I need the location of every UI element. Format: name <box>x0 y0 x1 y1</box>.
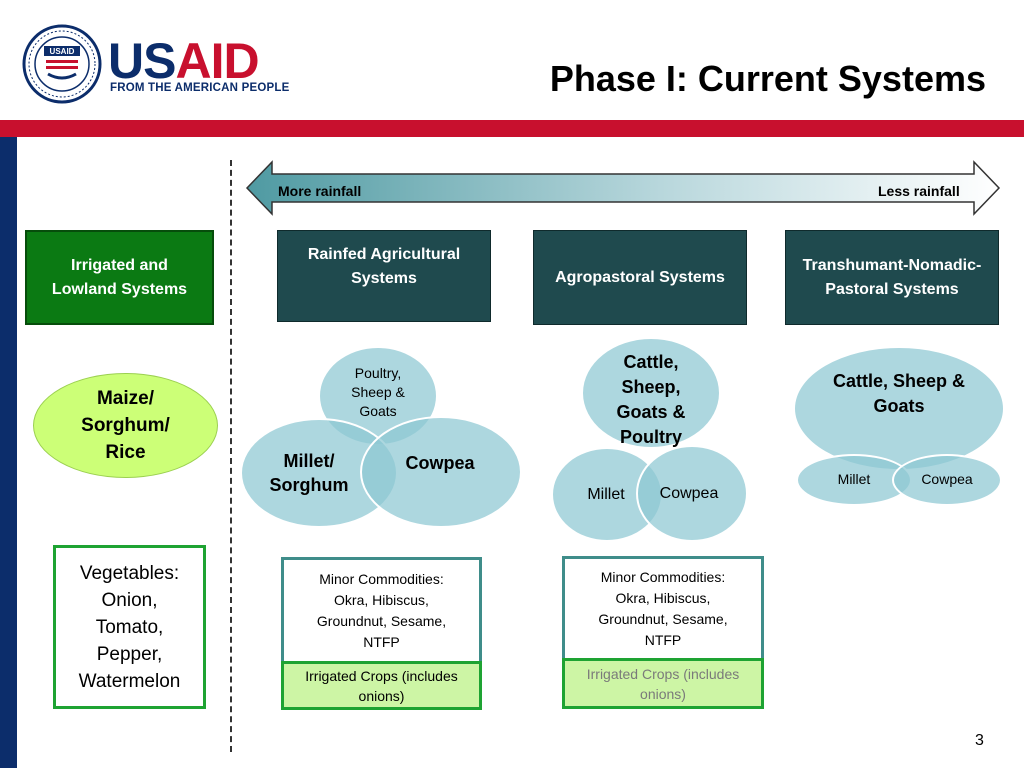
dashed-divider <box>230 160 232 752</box>
crop-oval-irrigated-label: Maize/ Sorghum/ Rice <box>81 388 170 463</box>
agro-millet-label: Millet <box>587 485 625 503</box>
trans-livestock-label: Cattle, Sheep & Goats <box>832 370 966 416</box>
rainfed-cowpea-label: Cowpea <box>405 452 475 473</box>
vegetables-box: Vegetables: Onion, Tomato, Pepper, Water… <box>53 545 206 709</box>
crop-oval-irrigated: Maize/ Sorghum/ Rice <box>33 373 218 478</box>
system-irrigated: Irrigated and Lowland Systems <box>25 230 214 325</box>
trans-circle-livestock: Cattle, Sheep & Goats <box>793 346 1005 471</box>
system-agropastoral-label: Agropastoral Systems <box>555 268 725 286</box>
agro-livestock-label: Cattle, Sheep, Goats & Poultry <box>616 352 686 447</box>
system-transhumant: Transhumant-Nomadic-Pastoral Systems <box>785 230 999 325</box>
minor-commodities-agropastoral-label: Minor Commodities: Okra, Hibiscus, Groun… <box>598 569 728 648</box>
seal-label: USAID <box>50 47 75 56</box>
trans-circle-cowpea: Cowpea <box>892 454 1002 506</box>
irrigated-crops-rainfed-label: Irrigated Crops (includes onions) <box>305 667 458 704</box>
usaid-seal: USAID <box>22 24 102 104</box>
wordmark-aid: AID <box>175 33 259 89</box>
left-navy-bar <box>0 137 17 768</box>
agro-circle-millet: Millet <box>551 447 663 542</box>
trans-millet-label: Millet <box>837 471 871 487</box>
arrow-label-more: More rainfall <box>278 183 362 199</box>
rainfed-millet-label: Millet/ Sorghum <box>269 451 349 495</box>
system-agropastoral: Agropastoral Systems <box>533 230 747 325</box>
arrow-label-less: Less rainfall <box>878 183 960 199</box>
rainfed-circle-cowpea: Cowpea <box>360 416 522 528</box>
minor-commodities-rainfed-label: Minor Commodities: Okra, Hibiscus, Groun… <box>316 571 447 650</box>
minor-commodities-agropastoral: Minor Commodities: Okra, Hibiscus, Groun… <box>562 556 764 662</box>
system-irrigated-label: Irrigated and Lowland Systems <box>51 256 188 298</box>
agro-circle-cowpea: Cowpea <box>636 445 748 542</box>
double-arrow-icon <box>245 160 1001 216</box>
vegetables-label: Vegetables: Onion, Tomato, Pepper, Water… <box>78 562 181 692</box>
irrigated-crops-agropastoral: Irrigated Crops (includes onions) <box>562 658 764 709</box>
system-transhumant-label: Transhumant-Nomadic-Pastoral Systems <box>802 256 982 298</box>
usaid-tagline: FROM THE AMERICAN PEOPLE <box>110 82 290 94</box>
rainfed-livestock-label: Poultry, Sheep & Goats <box>351 364 405 419</box>
rainfall-arrow <box>245 160 1001 216</box>
page-number: 3 <box>975 732 984 749</box>
agro-cowpea-label: Cowpea <box>659 484 719 502</box>
system-rainfed: Rainfed Agricultural Systems <box>277 230 491 322</box>
minor-commodities-rainfed: Minor Commodities: Okra, Hibiscus, Groun… <box>281 557 482 665</box>
seal-icon: USAID <box>22 24 102 104</box>
slide-title: Phase I: Current Systems <box>549 58 986 99</box>
wordmark-us: US <box>108 33 176 89</box>
trans-circle-millet: Millet <box>796 454 912 506</box>
usaid-wordmark: USAID <box>108 33 260 89</box>
agro-circle-livestock: Cattle, Sheep, Goats & Poultry <box>581 337 721 449</box>
irrigated-crops-rainfed: Irrigated Crops (includes onions) <box>281 661 482 710</box>
trans-cowpea-label: Cowpea <box>921 471 973 487</box>
header-red-bar <box>0 120 1024 137</box>
irrigated-crops-agropastoral-label: Irrigated Crops (includes onions) <box>586 665 740 702</box>
system-rainfed-label: Rainfed Agricultural Systems <box>307 246 461 287</box>
